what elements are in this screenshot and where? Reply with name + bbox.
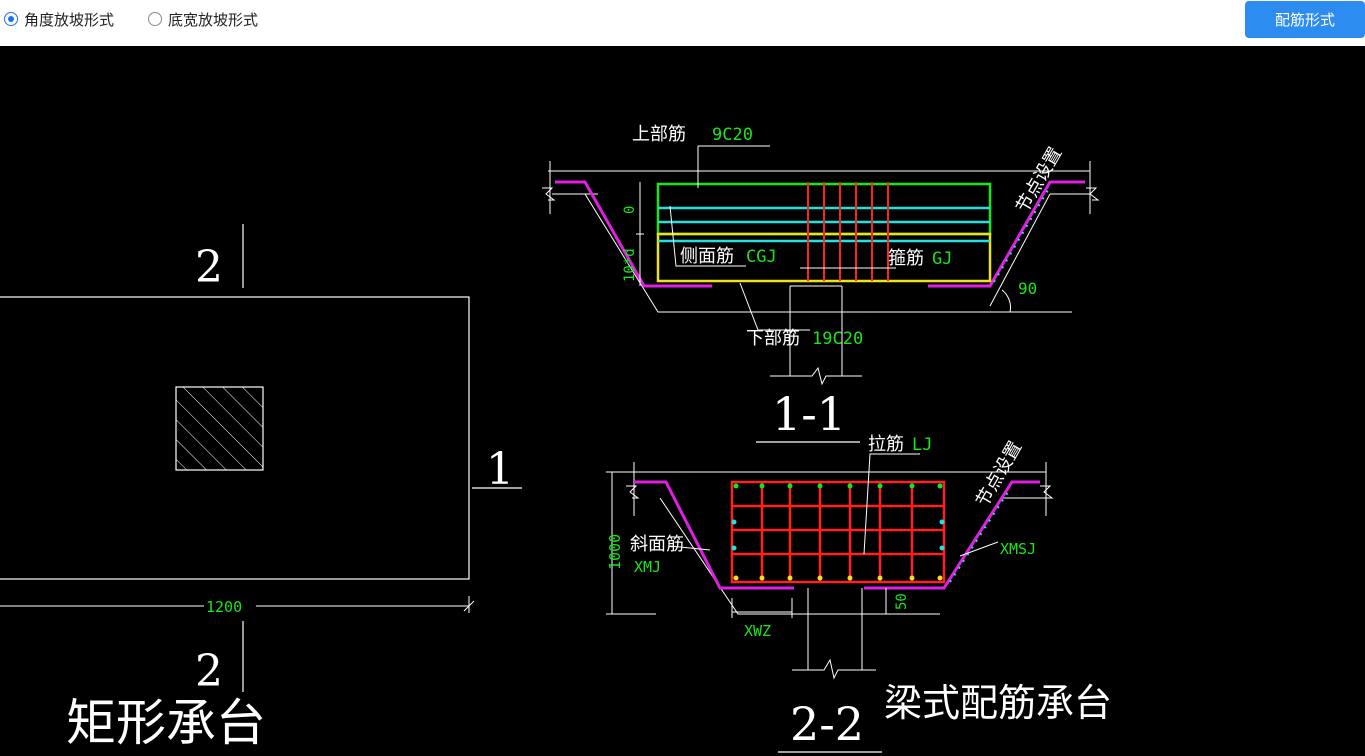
cap-outline <box>0 296 470 580</box>
slope-outline-left-2 <box>634 480 794 590</box>
cad-drawing: 2 2 1 1200 矩形承台 <box>0 124 1112 753</box>
stirrups-1-1 <box>807 182 889 281</box>
section-mark-top: 2 <box>195 242 223 293</box>
plan-title: 矩形承台 <box>66 694 266 752</box>
radio-angle-slope-label: 角度放坡形式 <box>24 10 115 29</box>
column-hatch <box>175 386 264 471</box>
section-1-title: 1-1 <box>772 387 846 441</box>
rebar-config-button[interactable]: 配筋形式 <box>1245 1 1365 38</box>
angle-value: 90 <box>1018 279 1037 298</box>
radio-bottom-width-slope-label: 底宽放坡形式 <box>168 10 259 29</box>
top-rebar-label: 上部筋 <box>632 124 686 145</box>
dim-left-10d: 10*d <box>622 248 638 282</box>
top-rebar-value: 9C20 <box>712 125 753 145</box>
radio-bottom-width-slope[interactable]: 底宽放坡形式 <box>148 8 258 30</box>
slope-outline-right-2 <box>864 480 1040 590</box>
stirrup-label: 箍筋 <box>888 248 924 269</box>
side-dim-50: 50 <box>894 593 910 610</box>
width-value: XWZ <box>744 622 771 640</box>
height-dim: 1000 <box>606 534 624 570</box>
side-rebar-label: 侧面筋 <box>680 246 734 267</box>
section-2-title: 2-2 <box>790 697 864 751</box>
section-mark-bottom: 2 <box>195 646 223 697</box>
slope-rebar-value: XMJ <box>634 558 661 576</box>
bottom-rebar-label: 下部筋 <box>746 328 800 349</box>
slope-rebar-label: 斜面筋 <box>630 534 684 555</box>
stirrup-value: GJ <box>932 249 952 269</box>
radio-checked-icon[interactable] <box>4 12 18 26</box>
section-mark-side: 1 <box>486 444 514 495</box>
dim-top-0: 0 <box>622 206 638 214</box>
slope-dots <box>993 189 1049 283</box>
rebar-grid-2-2 <box>730 480 946 584</box>
radio-unchecked-icon[interactable] <box>148 12 162 26</box>
slope-stirrup-value: XMSJ <box>1000 540 1036 558</box>
bottom-rebar-value: 19C20 <box>812 329 863 349</box>
slope-outline-left <box>555 180 712 288</box>
beam-cap-caption: 梁式配筋承台 <box>884 681 1112 725</box>
side-rebar-value: CGJ <box>746 247 777 267</box>
radio-angle-slope[interactable]: 角度放坡形式 <box>4 8 114 30</box>
tie-value: LJ <box>912 435 932 455</box>
slope-outline-right <box>928 180 1085 288</box>
cad-canvas[interactable]: 2 2 1 1200 矩形承台 <box>0 46 1365 756</box>
width-dim-text: 1200 <box>206 598 242 616</box>
section-2-2: 1000 50 拉筋 LJ 斜面筋 XMJ XMSJ XWZ 节点设置 2-2 … <box>606 434 1112 753</box>
tie-label: 拉筋 <box>868 434 904 455</box>
plan-view: 2 2 1 1200 矩形承台 <box>0 224 522 752</box>
toolbar: 角度放坡形式 底宽放坡形式 配筋形式 <box>0 0 1365 46</box>
section-1-1: 0 10*d 上部筋 9C20 侧面筋 CGJ 箍筋 GJ 下部筋 19C20 … <box>542 124 1100 443</box>
